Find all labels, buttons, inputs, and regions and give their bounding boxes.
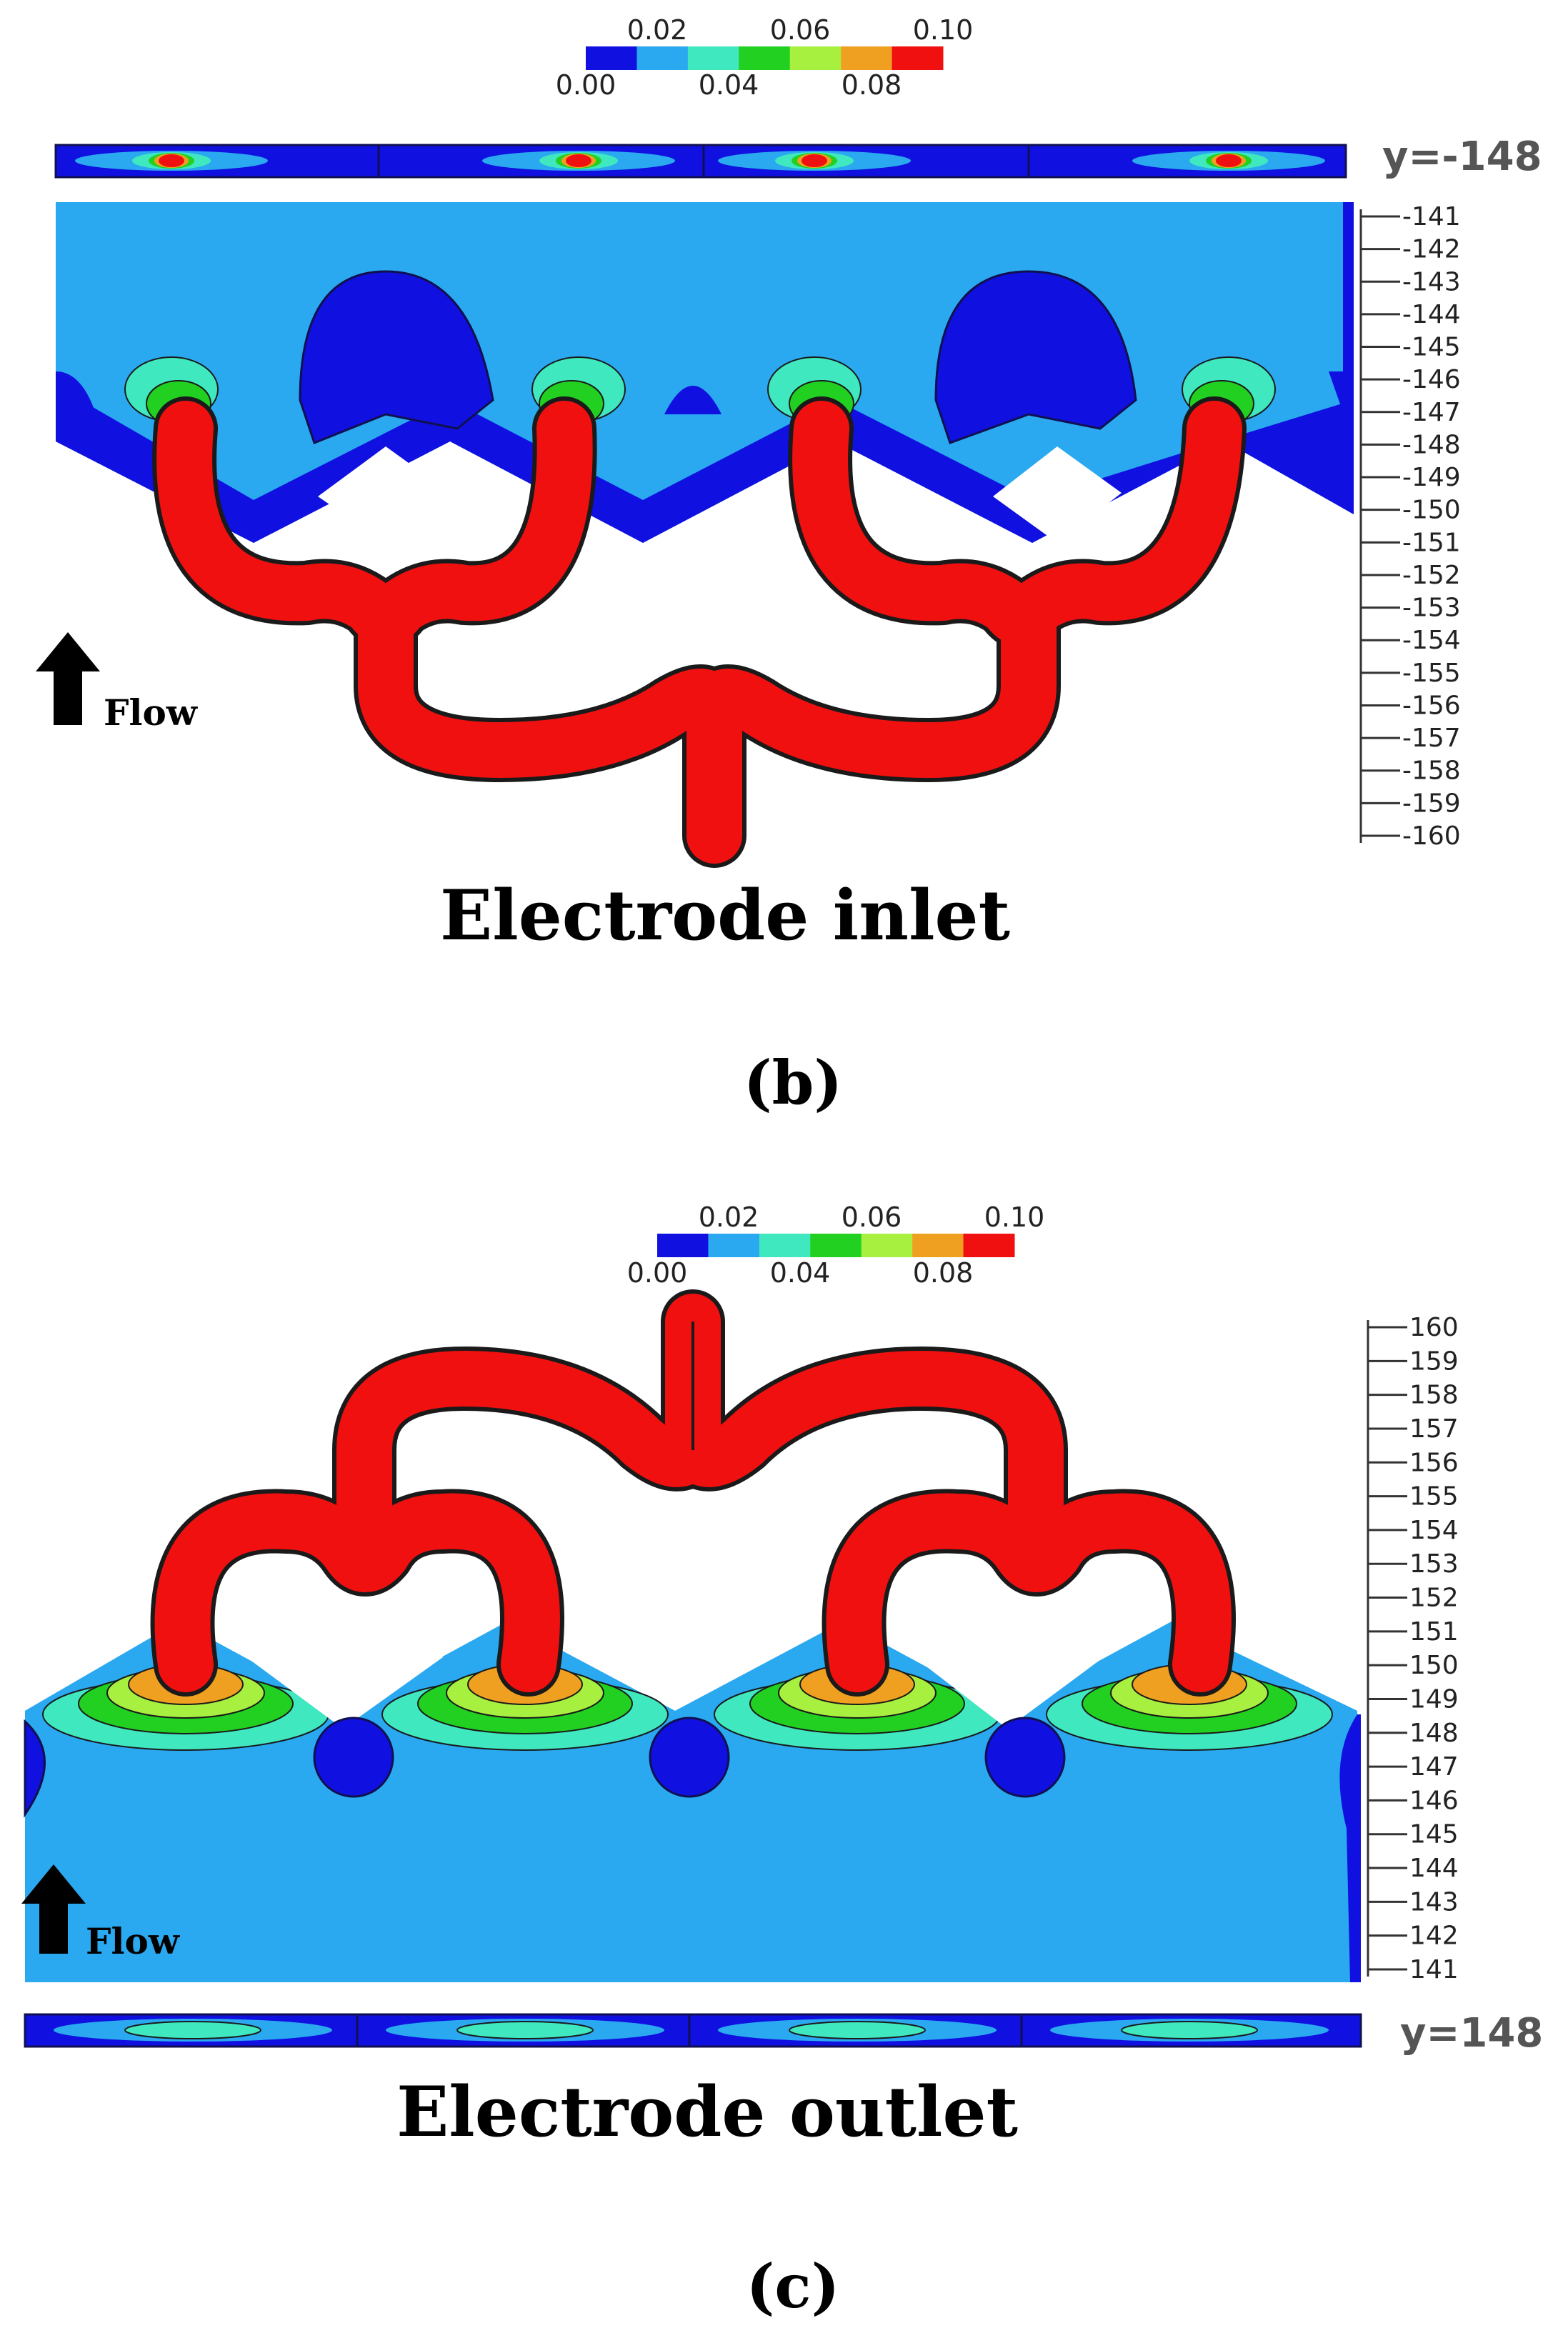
colorbar-swatch xyxy=(789,46,842,70)
colorbar-b-tick-lower: 0.08 xyxy=(842,69,902,101)
scale-tick-label: -142 xyxy=(1402,235,1461,264)
colorbar-c-tick-upper: 0.10 xyxy=(984,1202,1045,1233)
colorbar-swatch xyxy=(708,1234,760,1257)
scale-tick-label: -156 xyxy=(1402,691,1461,720)
flow-label-b: Flow xyxy=(104,691,199,734)
colorbar-swatch xyxy=(657,1234,709,1257)
scale-tick-label: 154 xyxy=(1409,1516,1459,1545)
scale-tick-label: -160 xyxy=(1402,821,1461,851)
scale-tick-label: 146 xyxy=(1409,1786,1459,1815)
panel-c-title: Electrode outlet xyxy=(396,2072,1018,2152)
scale-tick-label: -154 xyxy=(1402,626,1461,655)
colorbar-b-tick-upper: 0.06 xyxy=(770,14,831,46)
scale-c: 160 159 158 157 156 155 154 153 152 151 150 149 148 1… xyxy=(1367,1313,1459,1984)
colorbar-c-tick-lower: 0.00 xyxy=(627,1257,688,1289)
colorbar-c-tick-upper: 0.02 xyxy=(699,1202,759,1233)
colorbar-swatch xyxy=(892,46,944,70)
colorbar-c-tick-lower: 0.04 xyxy=(770,1257,831,1289)
scale-tick-label: 159 xyxy=(1409,1347,1459,1376)
flow-arrow-b xyxy=(36,632,100,725)
scale-tick-label: -144 xyxy=(1402,300,1461,329)
outlet-plume xyxy=(42,1664,329,1751)
contour-field-b xyxy=(56,202,1354,868)
colorbar-swatch xyxy=(739,46,791,70)
colorbar-b-tick-lower: 0.00 xyxy=(556,69,616,101)
colorbar-c-tick-upper: 0.06 xyxy=(842,1202,902,1233)
section-label-b: y=-148 xyxy=(1382,134,1542,180)
panel-c: 0.02 0.06 0.10 0.00 0.04 0.08 xyxy=(21,1202,1543,2322)
colorbar-c-tick-lower: 0.08 xyxy=(913,1257,974,1289)
scale-tick-label: -148 xyxy=(1402,430,1461,459)
scale-tick-label: 156 xyxy=(1409,1448,1459,1477)
cross-section-cell xyxy=(718,151,911,171)
colorbar-swatch xyxy=(963,1234,1015,1257)
colorbar-b-tick-lower: 0.04 xyxy=(699,69,759,101)
flow-arrow-c xyxy=(21,1864,86,1954)
cross-section-cell xyxy=(75,151,268,171)
scale-tick-label: 152 xyxy=(1409,1584,1459,1613)
scale-tick-label: 144 xyxy=(1409,1854,1459,1883)
scale-tick-label: 149 xyxy=(1409,1684,1459,1714)
scale-tick-label: 147 xyxy=(1409,1752,1459,1782)
colorbar-swatch xyxy=(912,1234,964,1257)
scale-tick-label: -151 xyxy=(1402,528,1461,557)
scale-tick-label: 157 xyxy=(1409,1414,1459,1444)
scale-tick-label: 153 xyxy=(1409,1549,1459,1579)
colorbar-swatch xyxy=(586,46,637,70)
cross-section-cell xyxy=(1132,151,1325,171)
cross-section-strip-c xyxy=(24,2013,1362,2048)
scale-tick-label: -146 xyxy=(1402,365,1461,394)
colorbar-swatch xyxy=(841,46,893,70)
section-label-c: y=148 xyxy=(1400,2010,1543,2057)
colorbar-c-labels: 0.02 0.06 0.10 0.00 0.04 0.08 xyxy=(627,1202,1045,1289)
colorbar-b xyxy=(586,46,944,70)
panel-c-caption: (c) xyxy=(746,2251,840,2322)
scale-tick-label: -147 xyxy=(1402,398,1461,427)
flow-label-c: Flow xyxy=(86,1920,181,1962)
scale-tick-label: 150 xyxy=(1409,1651,1459,1680)
scale-tick-label: 158 xyxy=(1409,1381,1459,1410)
scale-tick-label: -153 xyxy=(1402,594,1461,623)
colorbar-swatch xyxy=(861,1234,913,1257)
colorbar-swatch xyxy=(759,1234,811,1257)
scale-tick-label: -155 xyxy=(1402,659,1461,688)
scale-tick-label: 160 xyxy=(1409,1313,1459,1342)
colorbar-swatch xyxy=(636,46,689,70)
panel-b-caption: (b) xyxy=(744,1047,842,1118)
scale-tick-label: -158 xyxy=(1402,756,1461,786)
scale-tick-label: -141 xyxy=(1402,202,1461,231)
colorbar-swatch xyxy=(810,1234,862,1257)
outlet-plume xyxy=(714,1664,1001,1751)
colorbar-c xyxy=(657,1234,1015,1257)
scale-tick-label: -152 xyxy=(1402,561,1461,590)
scale-tick-label: 155 xyxy=(1409,1482,1459,1512)
scale-tick-label: -150 xyxy=(1402,496,1461,525)
colorbar-b-tick-upper: 0.10 xyxy=(913,14,974,46)
scale-tick-label: -145 xyxy=(1402,333,1461,362)
scale-tick-label: -143 xyxy=(1402,267,1461,296)
scale-tick-label: -149 xyxy=(1402,463,1461,492)
scale-b: -141 -142 -143 -144 -145 -146 -147 -148 -149 -150… xyxy=(1359,202,1461,851)
colorbar-b-labels: 0.02 0.06 0.10 0.00 0.04 0.08 xyxy=(556,14,974,101)
scale-tick-label: 142 xyxy=(1409,1922,1459,1951)
panel-b: 0.02 0.06 0.10 0.00 0.04 0.08 xyxy=(36,14,1542,1118)
contour-field-c xyxy=(24,1289,1361,1982)
scale-tick-label: 145 xyxy=(1409,1820,1459,1849)
scale-tick-label: 151 xyxy=(1409,1617,1459,1647)
colorbar-b-tick-upper: 0.02 xyxy=(627,14,688,46)
cross-section-cell xyxy=(482,151,675,171)
colorbar-swatch xyxy=(687,46,739,70)
scale-tick-label: 141 xyxy=(1409,1955,1459,1984)
scale-tick-label: -159 xyxy=(1402,789,1461,818)
scale-tick-label: 143 xyxy=(1409,1887,1459,1917)
scale-tick-label: 148 xyxy=(1409,1719,1459,1748)
panel-b-title: Electrode inlet xyxy=(440,875,1010,956)
cross-section-strip-b xyxy=(54,144,1347,179)
scale-tick-label: -157 xyxy=(1402,724,1461,753)
